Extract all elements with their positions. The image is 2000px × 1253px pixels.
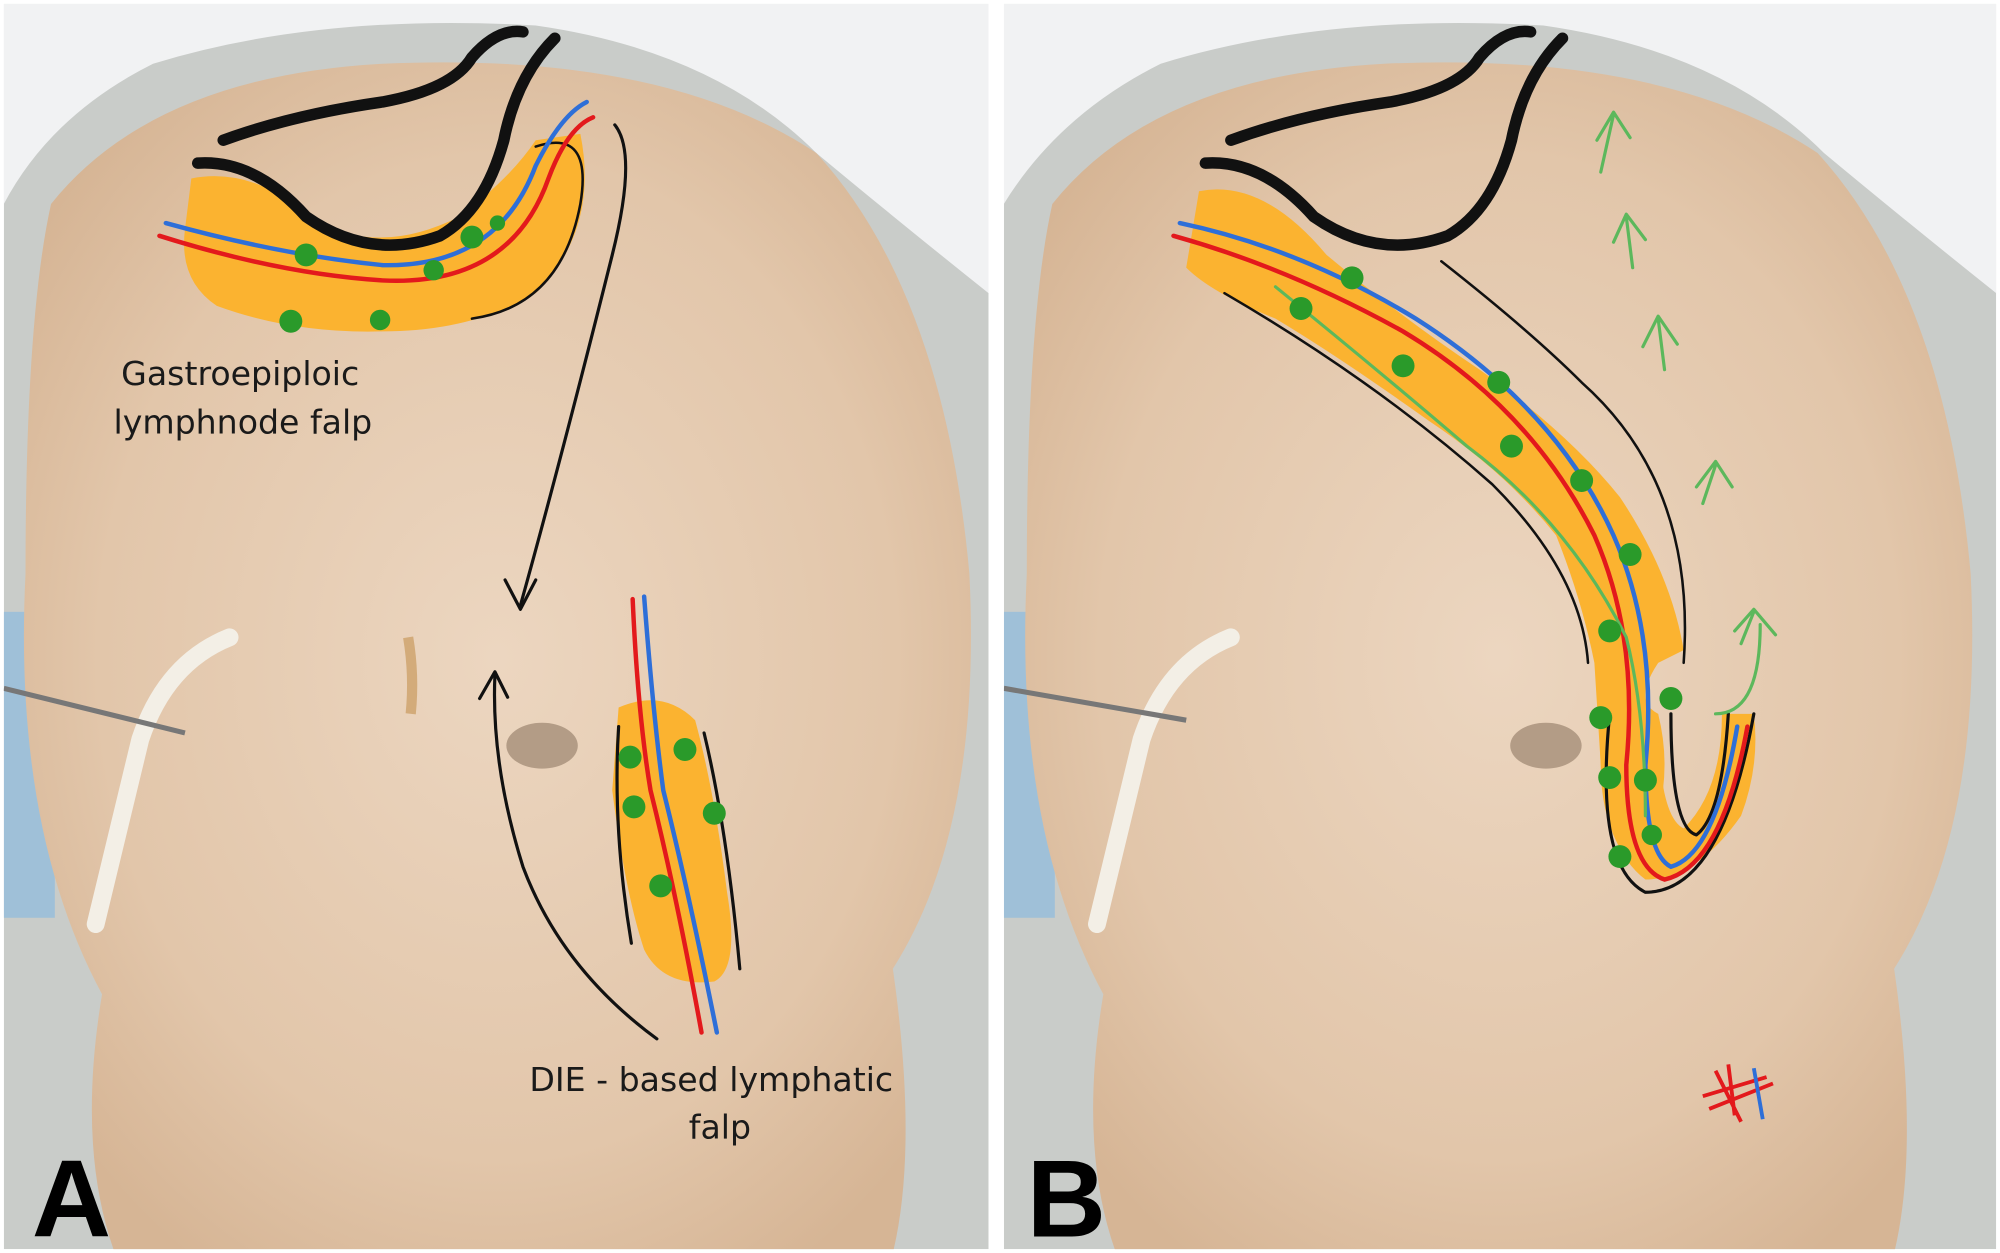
lymph-flow-arrows xyxy=(1595,110,1778,646)
abdomen-skin xyxy=(1025,62,1973,1250)
arrow-up-icon xyxy=(1611,212,1648,270)
label-die-line2: falp xyxy=(689,1107,751,1146)
arrow-up-icon xyxy=(1733,607,1778,646)
arrowhead-icon xyxy=(503,578,538,611)
lymph-node xyxy=(673,738,697,761)
drain-tube xyxy=(1088,628,1240,934)
panel-divider xyxy=(988,0,1004,1253)
artery xyxy=(1171,233,1750,882)
lymph-node xyxy=(489,215,506,231)
arrow-up-icon xyxy=(1595,110,1632,174)
transfer-arrows xyxy=(477,123,659,1041)
forceps xyxy=(1003,685,1187,723)
vein xyxy=(1177,220,1740,870)
arrowhead-icon xyxy=(477,670,510,701)
arrow-up-icon xyxy=(1641,314,1679,372)
vein xyxy=(641,594,720,1035)
arrow-up xyxy=(492,673,659,1041)
die-flap xyxy=(612,594,742,1035)
umbilicus xyxy=(506,722,578,769)
lymph-node xyxy=(423,260,444,281)
forceps xyxy=(3,685,186,736)
fat-pad xyxy=(612,700,732,983)
lymph-node xyxy=(294,243,318,267)
umbilicus xyxy=(1510,722,1582,769)
abdomen-skin xyxy=(23,62,971,1250)
vein xyxy=(163,99,589,268)
lymph-node xyxy=(369,309,391,331)
lymph-node xyxy=(279,309,303,333)
label-gastroepiploic-line2: lymphnode falp xyxy=(114,402,373,441)
lymph-node xyxy=(702,801,726,825)
lymph-node xyxy=(618,745,642,769)
panel-letter-b: B xyxy=(1027,1138,1106,1253)
white-sheet xyxy=(3,3,989,294)
arrow-down xyxy=(518,123,628,608)
lymph-flow xyxy=(1713,622,1762,716)
scar xyxy=(403,636,418,715)
drain-tube xyxy=(86,628,239,934)
lymph-node xyxy=(622,795,646,819)
panel-a: Gastroepiploic lymphnode falp DIE - base… xyxy=(3,3,989,1253)
artery xyxy=(630,596,704,1035)
gastroepiploic-flap xyxy=(157,25,596,333)
label-die-line1: DIE - based lymphatic xyxy=(529,1060,893,1099)
lymph-nodes xyxy=(1289,266,1683,869)
combined-flap xyxy=(1171,25,1762,894)
donor-site-mark xyxy=(1702,1064,1774,1123)
panel-letter-a: A xyxy=(32,1138,111,1253)
lymph-node xyxy=(460,225,484,249)
artery xyxy=(157,115,596,284)
panel-b: B xyxy=(1003,3,1997,1253)
fat-pad xyxy=(184,133,585,332)
arrow-up-icon xyxy=(1694,459,1734,506)
label-gastroepiploic-line1: Gastroepiploic xyxy=(121,354,359,393)
white-sheet xyxy=(1003,3,1997,294)
lymph-node xyxy=(649,874,673,898)
